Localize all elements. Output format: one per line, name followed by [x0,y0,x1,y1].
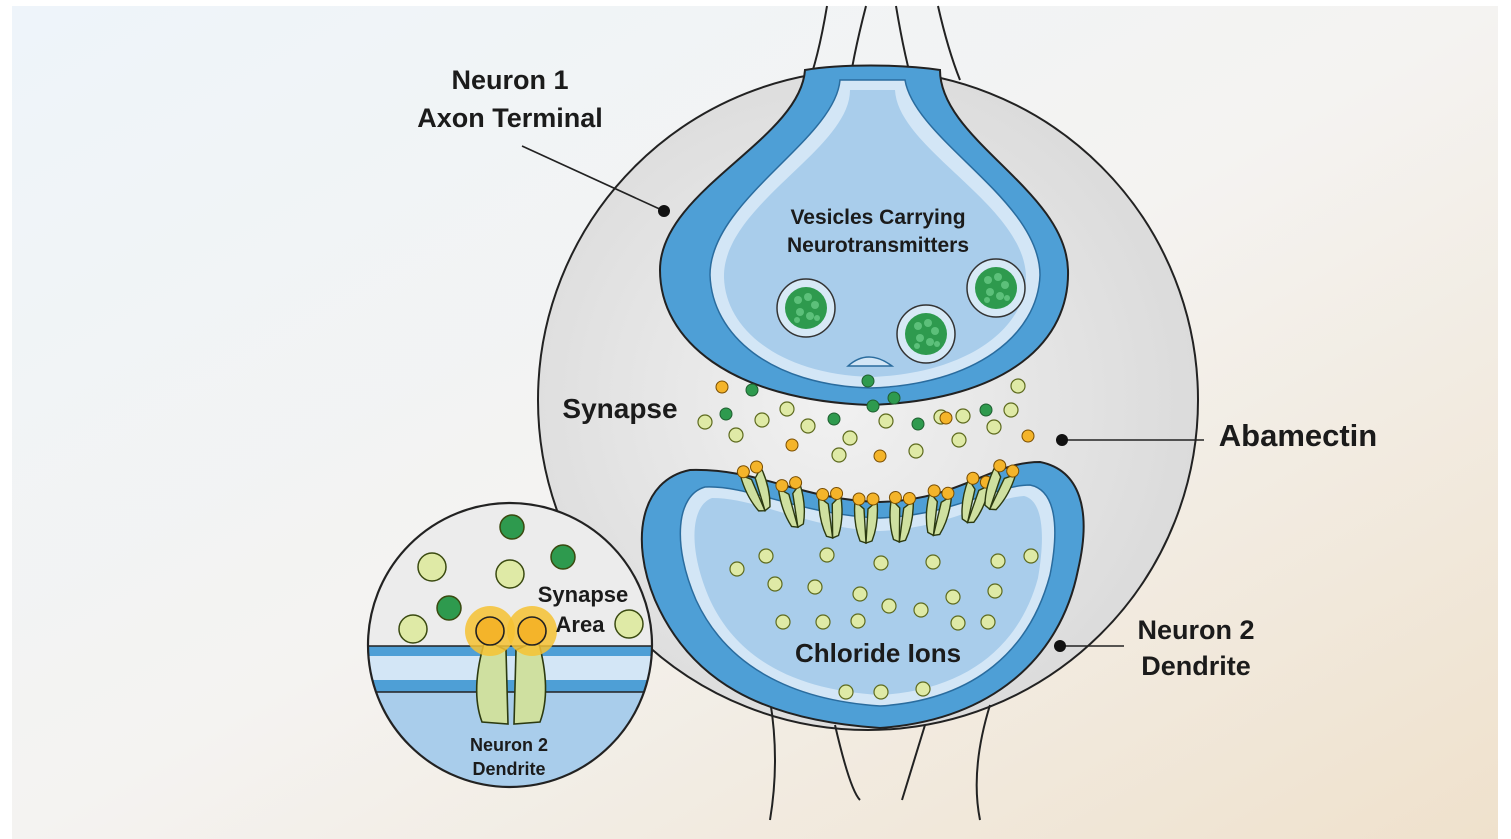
dendrite-label-line1: Neuron 2 [1137,615,1254,645]
inset-dendrite-line1: Neuron 2 [470,735,548,755]
axon-label-line1: Neuron 1 [451,65,568,95]
label-synapse: Synapse [562,393,677,424]
axon-label-line2: Axon Terminal [417,103,603,133]
vesicle [777,279,835,337]
abamectin-leader-dot [1056,434,1068,446]
vesicles-label-line2: Neurotransmitters [787,234,969,257]
vesicle [897,305,955,363]
vesicle [967,259,1025,317]
inset-area-line1: Synapse [538,582,629,607]
axon-leader-dot [658,205,670,217]
dendrite-leader-dot [1054,640,1066,652]
inset-area-line2: Area [556,612,606,637]
vesicles-label-line1: Vesicles Carrying [790,206,965,229]
label-chloride-ions: Chloride Ions [795,638,961,668]
inset-dendrite-line2: Dendrite [472,759,545,779]
dendrite-label-line2: Dendrite [1141,651,1251,681]
label-abamectin: Abamectin [1219,418,1377,453]
